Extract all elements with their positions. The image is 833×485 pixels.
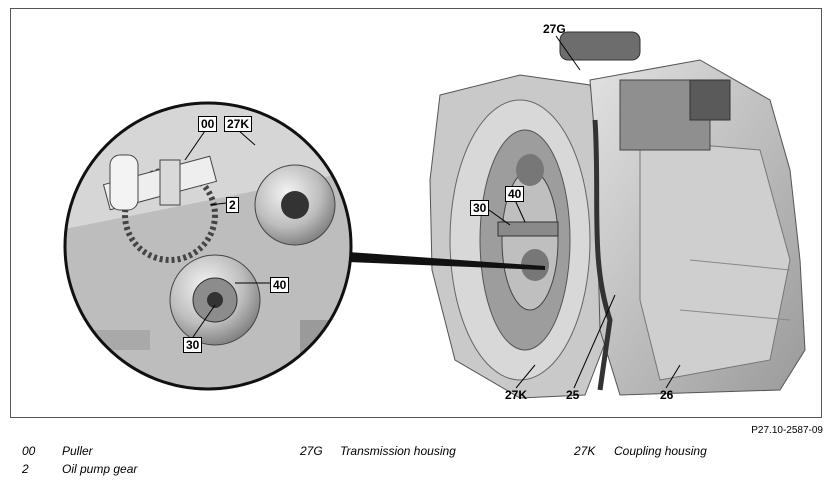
legend-text: Coupling housing	[614, 444, 707, 458]
legend-num: 2	[22, 462, 29, 476]
legend-text: Oil pump gear	[62, 462, 138, 476]
callout-puller: 00	[198, 116, 218, 132]
transmission-housing-shape	[559, 31, 806, 396]
inset-connector	[348, 252, 545, 270]
callout-30-main: 30	[470, 200, 490, 216]
callout-oil-pump-gear: 2	[226, 197, 239, 213]
legend-num: 27K	[574, 444, 596, 458]
callout-26: 26	[660, 388, 674, 402]
figure-reference: P27.10-2587-09	[751, 425, 823, 436]
legend-num: 27G	[300, 444, 323, 458]
callout-30-inset: 30	[183, 337, 203, 353]
legend-text: Transmission housing	[340, 444, 456, 458]
legend-num: 00	[22, 444, 36, 458]
legend-text: Puller	[62, 444, 93, 458]
coupling-housing-shape	[429, 74, 611, 399]
callout-coupling-housing-main: 27K	[505, 388, 528, 402]
callout-coupling-housing-inset: 27K	[224, 116, 253, 132]
leader-lines	[184, 35, 681, 389]
callout-40-inset: 40	[270, 277, 290, 293]
magnified-inset	[65, 103, 351, 389]
callout-25: 25	[566, 388, 580, 402]
callout-40-main: 40	[505, 186, 525, 202]
callout-transmission-housing: 27G	[543, 22, 566, 36]
